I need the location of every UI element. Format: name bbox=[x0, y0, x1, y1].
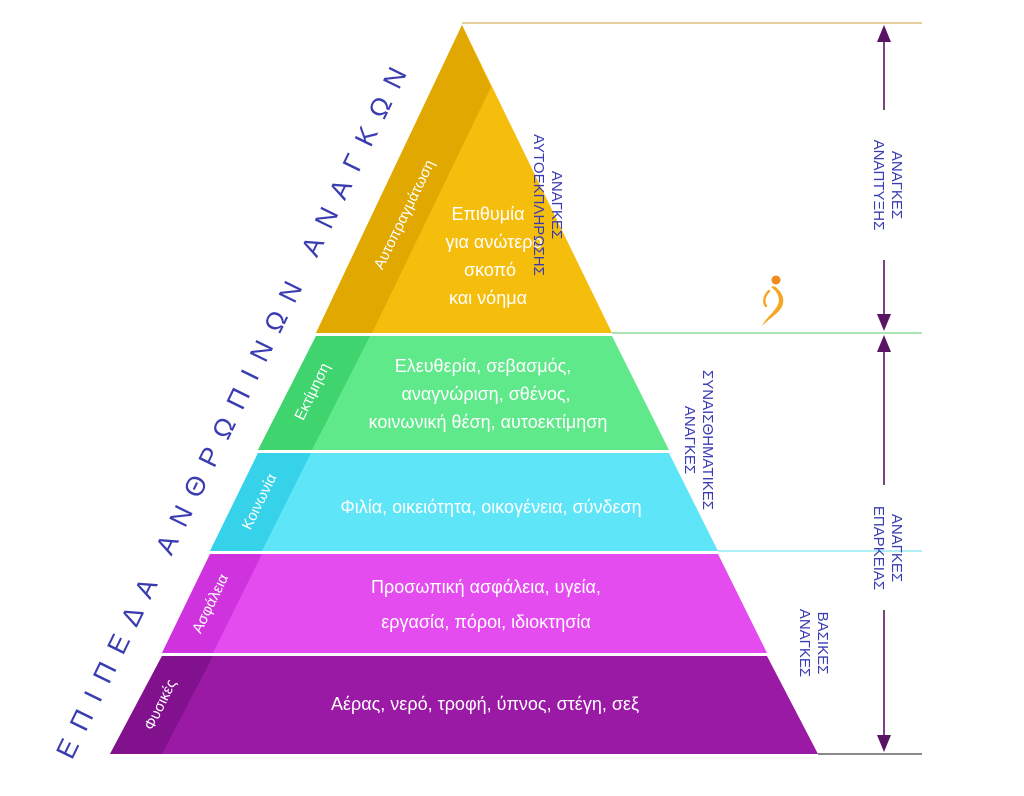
level-safety-line-1: Προσωπική ασφάλεια, υγεία, bbox=[371, 577, 601, 597]
level-physiological-line-1: Αέρας, νερό, τροφή, ύπνος, στέγη, σεξ bbox=[331, 694, 639, 714]
level-safety-line-2: εργασία, πόροι, ιδιοκτησία bbox=[381, 612, 591, 632]
level-social: Κοινωνία Φιλία, οικειότητα, οικογένεια, … bbox=[210, 453, 718, 551]
deficiency-needs-bracket: ΑΝΑΓΚΕΣ ΕΠΑΡΚΕΙΑΣ bbox=[870, 335, 905, 752]
category-psychological-line-1: ΣΥΝΑΙΣΘΗΜΑΤΙΚΕΣ bbox=[699, 370, 716, 510]
level-esteem-line-2: αναγνώριση, σθένος, bbox=[401, 384, 570, 404]
level-physiological: Φυσικές Αέρας, νερό, τροφή, ύπνος, στέγη… bbox=[110, 656, 818, 754]
growth-needs-bracket: ΑΝΑΓΚΕΣ ΑΝΑΠΤΥΞΗΣ bbox=[870, 25, 905, 331]
level-safety-main bbox=[162, 554, 767, 653]
level-physiological-band bbox=[110, 656, 213, 754]
level-self-actualization-line-1: Επιθυμία bbox=[451, 204, 524, 224]
level-esteem: Εκτίμηση Ελευθερία, σεβασμός, αναγνώριση… bbox=[258, 336, 669, 450]
level-esteem-band bbox=[258, 336, 370, 450]
level-safety-band bbox=[162, 554, 262, 653]
growth-arrow-up-icon bbox=[877, 25, 891, 42]
level-social-line-1: Φιλία, οικειότητα, οικογένεια, σύνδεση bbox=[340, 497, 641, 517]
category-psychological: ΣΥΝΑΙΣΘΗΜΑΤΙΚΕΣ ΑΝΑΓΚΕΣ bbox=[681, 370, 716, 510]
group-deficiency-line-1: ΑΝΑΓΚΕΣ bbox=[888, 514, 905, 582]
level-social-main bbox=[210, 453, 718, 551]
level-physiological-main bbox=[110, 656, 818, 754]
level-safety: Ασφάλεια Προσωπική ασφάλεια, υγεία, εργα… bbox=[162, 554, 767, 653]
level-self-actualization-band bbox=[316, 25, 491, 333]
level-esteem-line-1: Ελευθερία, σεβασμός, bbox=[395, 356, 572, 376]
figure-logo-icon bbox=[762, 275, 784, 326]
category-self-fulfillment: ΑΝΑΓΚΕΣ ΑΥΤΟΕΚΠΛΗΡΩΣΗΣ bbox=[530, 134, 565, 276]
category-self-fulfillment-line-1: ΑΝΑΓΚΕΣ bbox=[548, 171, 565, 239]
level-social-band bbox=[210, 453, 311, 551]
level-self-actualization-line-4: και νόημα bbox=[449, 288, 527, 308]
group-deficiency-line-2: ΕΠΑΡΚΕΙΑΣ bbox=[870, 506, 887, 590]
group-growth-line-2: ΑΝΑΠΤΥΞΗΣ bbox=[870, 140, 887, 231]
level-esteem-main bbox=[258, 336, 669, 450]
category-basic-line-1: ΒΑΣΙΚΕΣ bbox=[814, 612, 831, 675]
growth-arrow-down-icon bbox=[877, 314, 891, 331]
level-esteem-line-3: κοινωνική θέση, αυτοεκτίμηση bbox=[369, 412, 608, 432]
category-psychological-line-2: ΑΝΑΓΚΕΣ bbox=[681, 406, 698, 474]
group-growth-line-1: ΑΝΑΓΚΕΣ bbox=[888, 151, 905, 219]
level-self-actualization-line-2: για ανώτερο bbox=[446, 232, 543, 252]
category-self-fulfillment-line-2: ΑΥΤΟΕΚΠΛΗΡΩΣΗΣ bbox=[530, 134, 547, 276]
level-self-actualization-line-3: σκοπό bbox=[464, 260, 516, 280]
deficiency-arrow-up-icon bbox=[877, 335, 891, 352]
category-basic: ΒΑΣΙΚΕΣ ΑΝΑΓΚΕΣ bbox=[796, 609, 831, 677]
deficiency-arrow-down-icon bbox=[877, 735, 891, 752]
category-basic-line-2: ΑΝΑΓΚΕΣ bbox=[796, 609, 813, 677]
level-self-actualization: Αυτοπραγμάτωση Επιθυμία για ανώτερο σκοπ… bbox=[316, 25, 612, 333]
